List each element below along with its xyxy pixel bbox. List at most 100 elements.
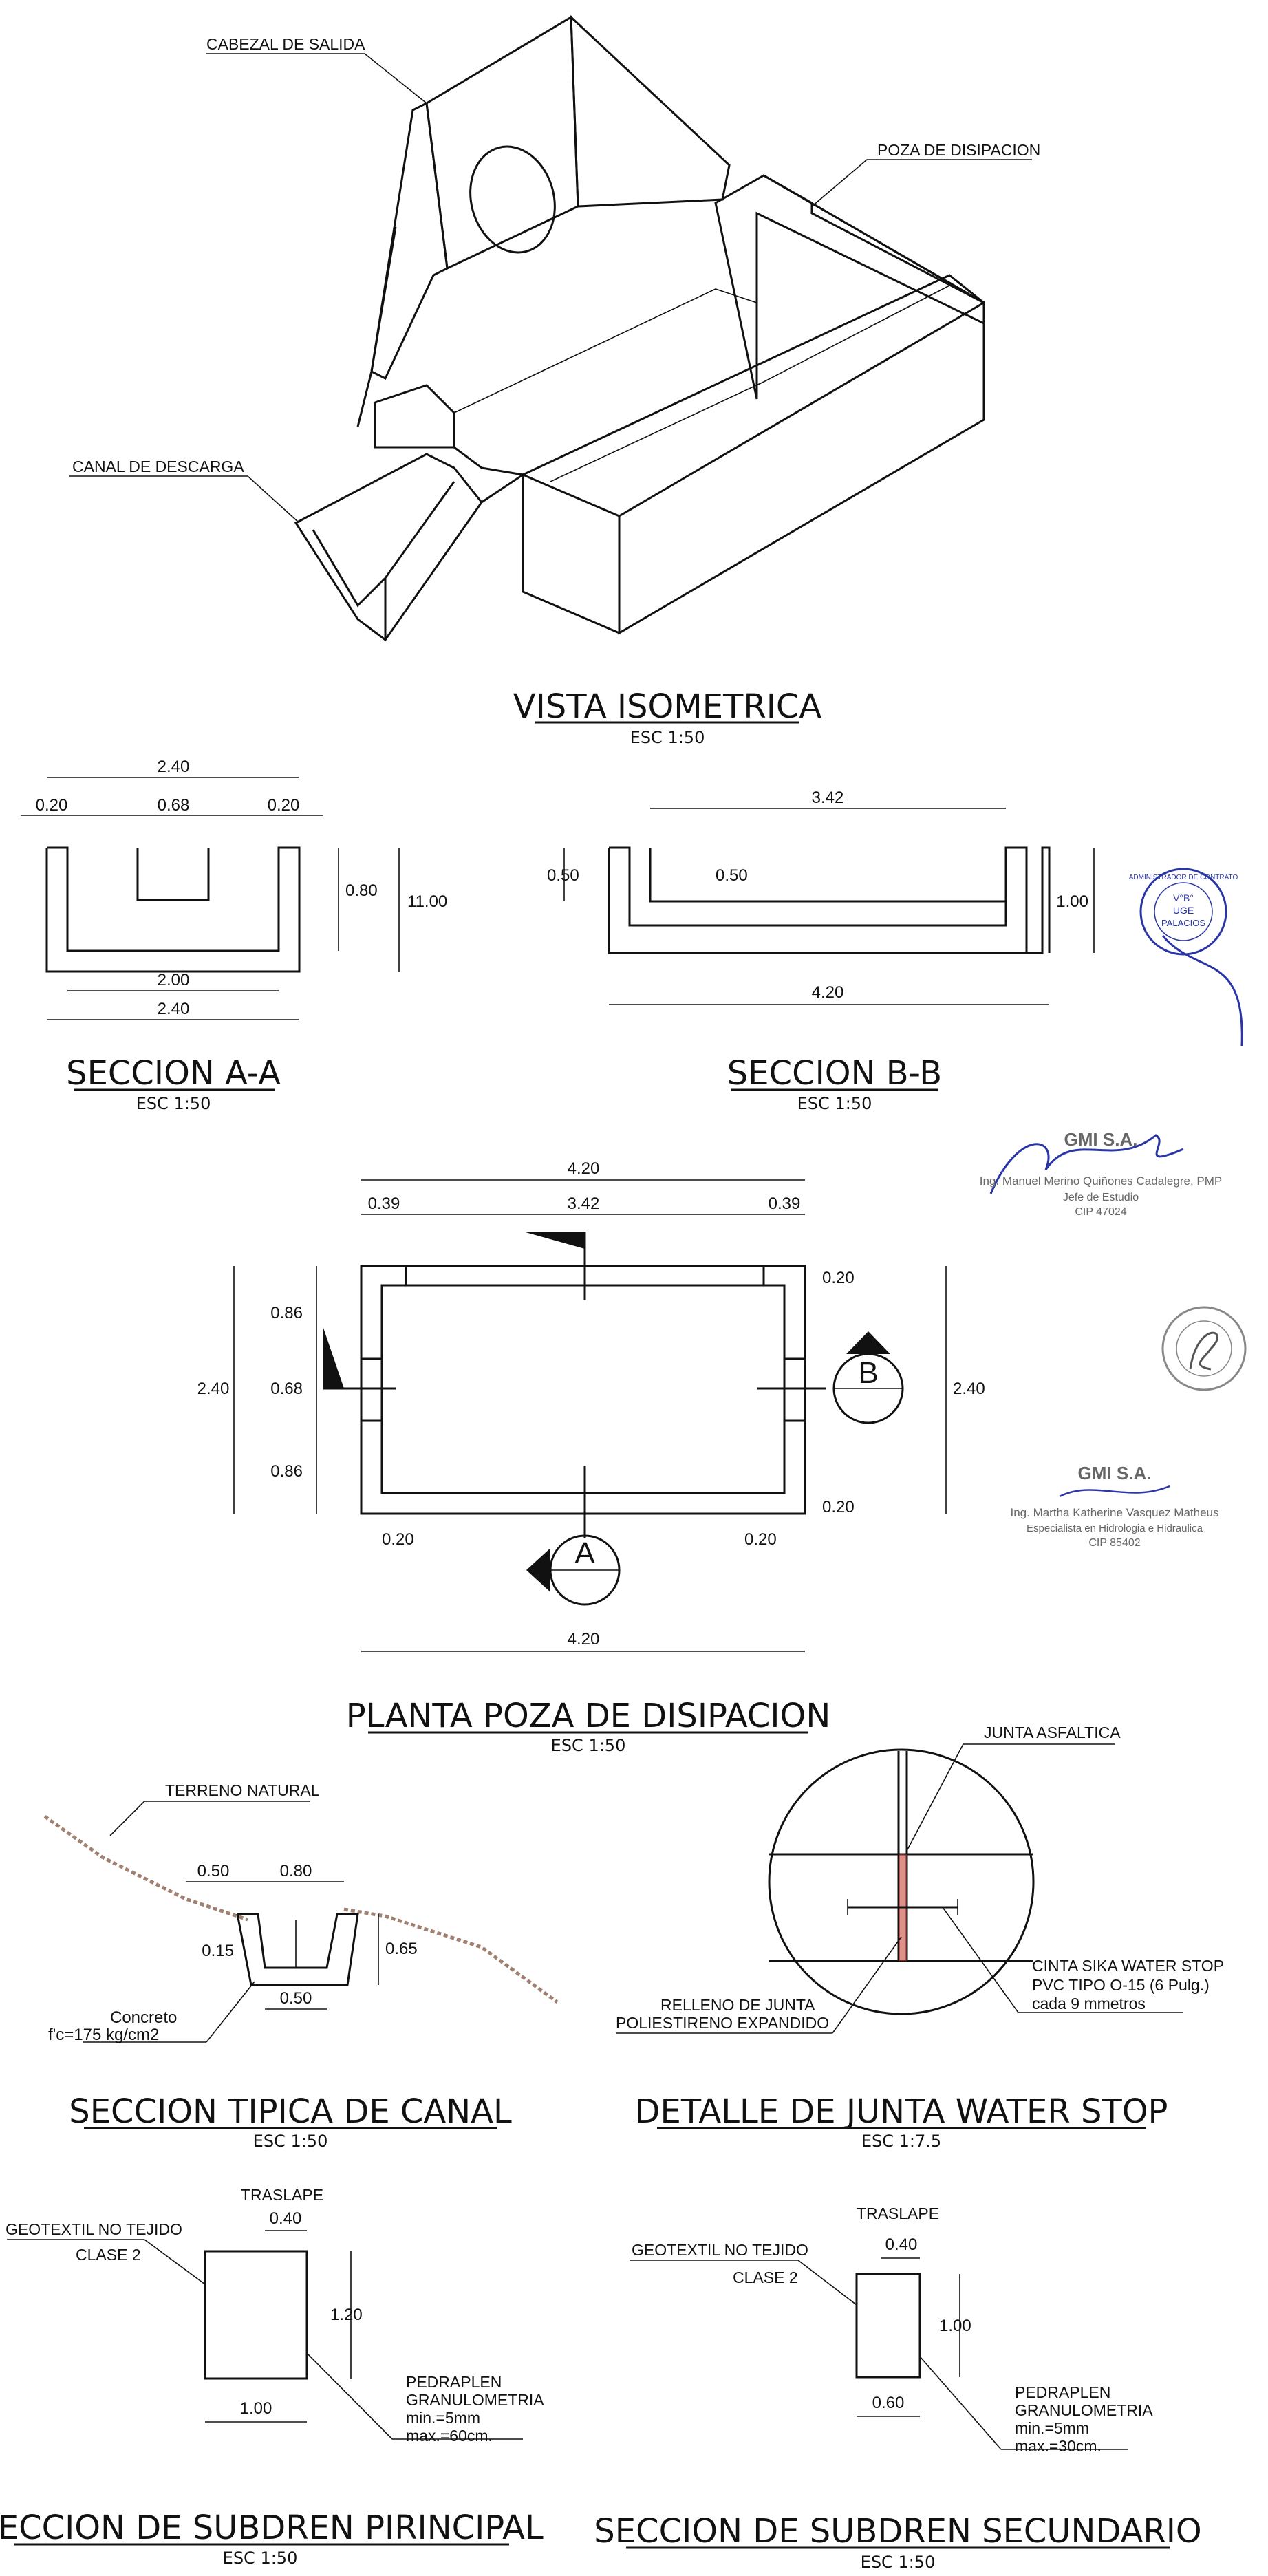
plan-dim-left-a: 0.86 <box>270 1304 303 1322</box>
sig1-role: Jefe de Estudio <box>1063 1192 1139 1203</box>
pool-front-wall <box>618 301 985 635</box>
canal-dim-c: 0.15 <box>202 1942 234 1960</box>
sds-geo-2: CLASE 2 <box>733 2268 798 2286</box>
section-bb-title: SECCION B-B <box>727 1054 942 1093</box>
canal-dim-a: 0.50 <box>197 1862 230 1880</box>
subdren-main-scale: ESC 1:50 <box>223 2548 298 2568</box>
subdren-main-box <box>204 2250 308 2380</box>
section-aa: 2.40 0.20 0.68 0.20 0.80 11.00 2.00 2.40… <box>21 758 447 1113</box>
subdren-sec: TRASLAPE 0.40 GEOTEXTIL NO TEJIDO CLASE … <box>594 2204 1201 2572</box>
sdm-ped-3: min.=5mm <box>406 2409 480 2427</box>
sdm-ped-1: PEDRAPLEN <box>406 2373 502 2391</box>
plan-dim-top-total: 4.20 <box>568 1159 600 1178</box>
canal-section: TERRENO NATURAL 0.50 0.80 0.15 0.65 0.50… <box>43 1781 559 2151</box>
plan-dim-bottom-right: 0.20 <box>744 1530 777 1549</box>
sdm-overlap-v: 0.40 <box>270 2209 302 2228</box>
outlet-pipe-hole <box>469 145 556 254</box>
plan-dim-left-total: 2.40 <box>197 1380 230 1398</box>
waterstop-scale: ESC 1:7.5 <box>861 2132 941 2151</box>
section-bb-outline <box>609 846 1051 954</box>
sdm-ped-4: max.=60cm. <box>406 2427 493 2445</box>
canal-dim-e: 0.50 <box>280 1989 312 2008</box>
ws-label-tape-2: PVC TIPO O-15 (6 Pulg.) <box>1032 1976 1210 1994</box>
section-bb-inner <box>649 848 1006 903</box>
isometric-scale: ESC 1:50 <box>630 728 705 747</box>
seal-line4: PALACIOS <box>1161 918 1205 928</box>
pool-left-end <box>522 473 621 635</box>
subdren-sec-scale: ESC 1:50 <box>861 2553 936 2572</box>
bb-dim-right-h: 1.00 <box>1056 892 1088 911</box>
aa-dim-left: 0.20 <box>36 796 68 815</box>
section-bb-base <box>608 848 1027 954</box>
cut-label-b: B <box>858 1356 878 1390</box>
hydrology-seal-stamp <box>1161 1306 1247 1391</box>
seal-line3: UGE <box>1173 905 1194 916</box>
plan-dim-bottom-left: 0.20 <box>382 1530 414 1549</box>
pool-step-2 <box>374 402 524 476</box>
plan-dim-left-c: 0.86 <box>270 1462 303 1481</box>
sds-ped-1: PEDRAPLEN <box>1015 2383 1110 2401</box>
section-aa-scale: ESC 1:50 <box>136 1094 211 1113</box>
sig1-cip: CIP 47024 <box>1075 1206 1126 1218</box>
aa-dim-total-h: 11.00 <box>407 892 447 911</box>
aa-dim-top: 2.40 <box>158 758 190 776</box>
waterstop-title: DETALLE DE JUNTA WATER STOP <box>635 2092 1168 2131</box>
cut-arrow-left <box>323 1328 344 1388</box>
plan-dim-right-total: 2.40 <box>953 1380 985 1398</box>
aa-dim-inner-w: 2.00 <box>158 971 190 989</box>
canal-label-concrete-2: f'c=175 kg/cm2 <box>48 2026 159 2044</box>
sds-h: 1.00 <box>939 2317 971 2335</box>
ws-label-fill-1: RELLENO DE JUNTA <box>660 1996 815 2014</box>
ws-label-tape-1: CINTA SIKA WATER STOP <box>1032 1957 1224 1975</box>
sdm-h: 1.20 <box>330 2306 363 2324</box>
sds-overlap-v: 0.40 <box>885 2235 918 2254</box>
leader-channel <box>69 475 300 524</box>
canal-label-concrete-1: Concreto <box>110 2008 177 2027</box>
sdm-geo-1: GEOTEXTIL NO TEJIDO <box>6 2220 182 2238</box>
plan-view: A B 4.20 0.39 3.42 0.39 0.86 0.68 0.86 2… <box>197 1159 985 1755</box>
outlet-head-wing <box>570 14 731 208</box>
plan-outer-wall <box>360 1265 806 1515</box>
aa-dim-inner-h: 0.80 <box>345 881 378 900</box>
terrain-line-right <box>343 1907 559 2004</box>
cut-label-a: A <box>574 1536 595 1570</box>
section-bb: 3.42 0.50 0.50 1.00 4.20 SECCION B-B ESC… <box>547 788 1095 1113</box>
sdm-w: 1.00 <box>240 2399 272 2418</box>
terrain-line-left <box>43 1814 248 1922</box>
bb-dim-left-b: 0.50 <box>716 866 748 885</box>
canal-dim-d: 0.65 <box>385 1940 418 1958</box>
bb-dim-top: 3.42 <box>812 788 844 807</box>
plan-inner-wall <box>380 1284 786 1494</box>
bb-dim-left-a: 0.50 <box>547 866 579 885</box>
plan-dim-bottom-total: 4.20 <box>568 1630 600 1649</box>
subdren-main: TRASLAPE 0.40 GEOTEXTIL NO TEJIDO CLASE … <box>0 2186 544 2568</box>
discharge-channel-inner <box>312 481 455 608</box>
label-outlet-head: CABEZAL DE SALIDA <box>206 35 365 53</box>
aa-dim-bottom: 2.40 <box>158 1000 190 1018</box>
subdren-sec-box <box>855 2273 921 2379</box>
plan-dim-top-right: 0.39 <box>769 1194 801 1213</box>
sds-w: 0.60 <box>872 2394 905 2412</box>
detail-circle <box>768 1748 1035 2015</box>
sdm-ped-2: GRANULOMETRIA <box>406 2391 544 2409</box>
sds-ped-3: min.=5mm <box>1015 2419 1089 2437</box>
seal-line1: ADMINISTRADOR DE CONTRATO <box>1129 874 1238 881</box>
sds-overlap: TRASLAPE <box>857 2204 939 2222</box>
plan-scale: ESC 1:50 <box>551 1736 626 1755</box>
signature-stamp-2: GMI S.A. Ing. Martha Katherine Vasquez M… <box>1010 1463 1218 1549</box>
outlet-edge <box>356 226 397 427</box>
section-aa-notch <box>136 848 210 901</box>
sig2-role: Especialista en Hidrologia e Hidraulica <box>1027 1523 1203 1534</box>
outlet-head-face <box>425 15 579 270</box>
sds-geo-1: GEOTEXTIL NO TEJIDO <box>632 2241 808 2259</box>
sdm-overlap: TRASLAPE <box>241 2186 323 2204</box>
pool-back-top <box>763 174 985 304</box>
discharge-channel-joint <box>481 473 524 592</box>
cut-arrow-top <box>523 1232 585 1249</box>
subdren-sec-title: SECCION DE SUBDREN SECUNDARIO <box>594 2512 1201 2551</box>
canal-title: SECCION TIPICA DE CANAL <box>69 2092 512 2131</box>
leader-pool <box>811 159 1032 207</box>
canal-scale: ESC 1:50 <box>253 2132 328 2151</box>
pool-floor-line-2 <box>453 288 757 414</box>
